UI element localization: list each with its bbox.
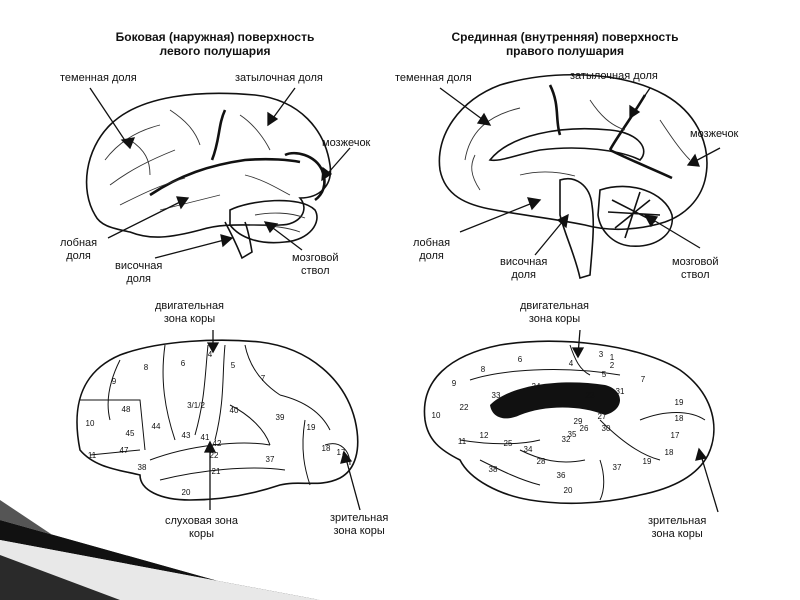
brodmann-field-number: 10 [432,411,441,420]
brodmann-field-number: 45 [126,429,135,438]
brodmann-field-number: 3/1/2 [187,401,205,410]
brodmann-field-number: 27 [598,412,607,421]
brodmann-field-number: 42 [213,439,222,448]
brodmann-field-number: 43 [182,431,191,440]
brodmann-field-number: 18 [675,414,684,423]
brodmann-field-number: 38 [489,465,498,474]
brodmann-field-number: 28 [537,457,546,466]
brodmann-field-number: 19 [675,398,684,407]
title-left: Боковая (наружная) поверхность левого по… [115,30,315,58]
brodmann-field-number: 4 [208,350,213,359]
brodmann-field-number: 1 [610,353,615,362]
brodmann-field-number: 11 [458,437,467,446]
brodmann-field-number: 7 [261,374,266,383]
brodmann-field-number: 7 [641,375,646,384]
brodmann-field-number: 32 [562,435,571,444]
brodmann-field-number: 40 [230,406,239,415]
brodmann-field-number: 17 [671,431,680,440]
brodmann-field-number: 23 [586,391,595,400]
brodmann-field-number: 26 [580,424,589,433]
brodmann-field-number: 47 [120,446,129,455]
brodmann-field-number: 21 [212,467,221,476]
brodmann-field-number: 19 [643,457,652,466]
label-occipital-lobe-medial: затылочная доля [570,70,658,82]
brodmann-field-number: 39 [276,413,285,422]
label-cerebellum: мозжечок [322,137,371,149]
brodmann-field-number: 48 [122,405,131,414]
brodmann-field-number: 2 [610,361,615,370]
brodmann-field-number: 20 [182,488,191,497]
brodmann-field-number: 10 [86,419,95,428]
brodmann-field-number: 41 [201,433,210,442]
brodmann-field-number: 5 [602,370,607,379]
brodmann-field-number: 36 [557,471,566,480]
brodmann-field-number: 35 [568,430,577,439]
brodmann-field-number: 30 [602,424,611,433]
brodmann-field-number: 8 [481,365,486,374]
brodmann-field-number: 31 [616,387,625,396]
brodmann-field-number: 22 [460,403,469,412]
brodmann-field-number: 11 [88,451,97,460]
brodmann-field-number: 9 [112,377,117,386]
brodmann-field-number: 12 [480,431,489,440]
brodmann-field-number: 20 [564,486,573,495]
label-parietal-lobe: теменная доля [60,72,137,84]
label-parietal-lobe-medial: теменная доля [395,72,472,84]
brodmann-field-number: 34 [524,445,533,454]
label-occipital-lobe: затылочная доля [235,72,323,84]
brodmann-field-number: 37 [266,455,275,464]
brodmann-field-number: 8 [144,363,149,372]
brodmann-field-number: 3 [599,350,604,359]
brodmann-field-number: 24 [532,382,541,391]
brodmann-field-number: 9 [452,379,457,388]
brodmann-field-number: 6 [181,359,186,368]
brodmann-field-number: 33 [492,391,501,400]
brodmann-field-number: 44 [152,422,161,431]
brodmann-field-number: 18 [665,448,674,457]
brodmann-field-number: 4 [569,359,574,368]
brodmann-field-number: 38 [138,463,147,472]
brodmann-field-number: 5 [231,361,236,370]
brodmann-field-number: 29 [574,417,583,426]
brodmann-field-number: 18 [322,444,331,453]
brodmann-field-number: 22 [210,451,219,460]
brodmann-field-number: 17 [337,448,346,457]
brodmann-field-number: 6 [518,355,523,364]
label-cerebellum-medial: мозжечок [690,128,739,140]
brodmann-field-number: 19 [307,423,316,432]
title-right: Срединная (внутренняя) поверхность право… [451,30,679,58]
brodmann-field-number: 37 [613,463,622,472]
brodmann-field-number: 25 [504,439,513,448]
